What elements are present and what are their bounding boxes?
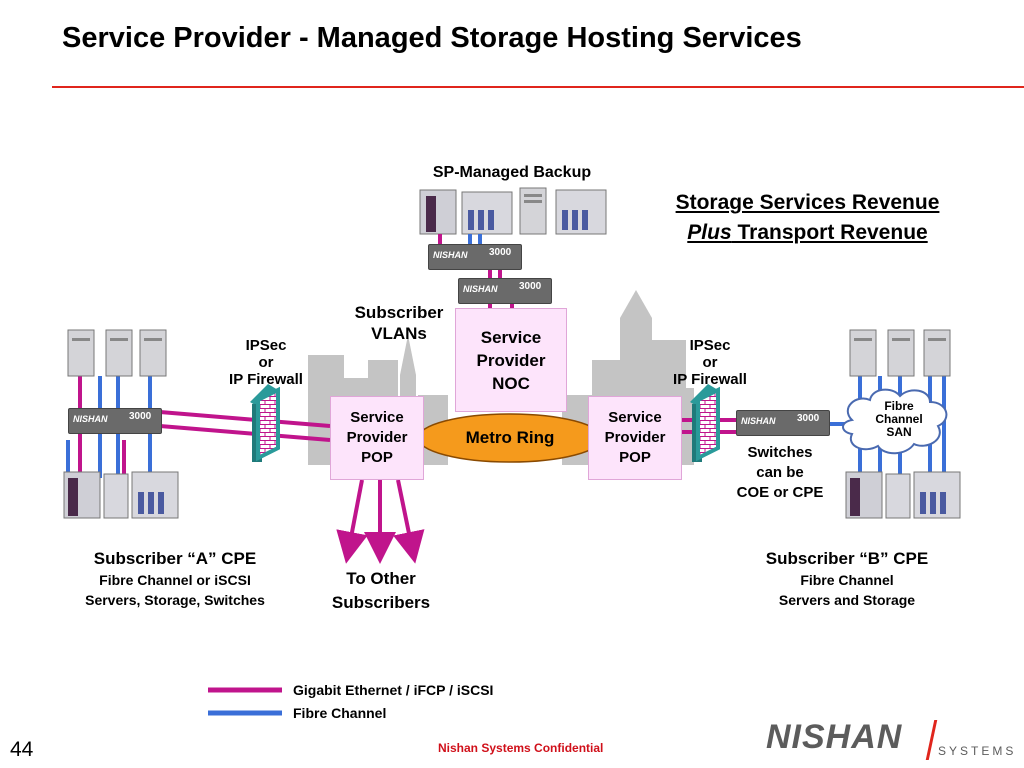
metro-ring-label: Metro Ring xyxy=(465,428,555,447)
to-other-line1: To Other xyxy=(346,569,416,588)
service-provider-pop-right: Service Provider POP xyxy=(588,396,682,480)
ipsec-left-line1: IPSec xyxy=(245,337,287,354)
revenue-plus: Plus xyxy=(687,221,732,244)
sp-backup-label: SP-Managed Backup xyxy=(432,164,592,181)
backup-servers xyxy=(419,187,607,235)
logo-sub: SYSTEMS xyxy=(938,744,1017,758)
noc-line2: Provider xyxy=(476,350,546,370)
san-cloud xyxy=(842,388,948,455)
vlans-line2: VLANs xyxy=(371,324,427,343)
logo-word: NISHAN xyxy=(766,718,903,756)
switches-label: Switches can be COE or CPE xyxy=(720,443,840,503)
switch-right: NISHAN 3000 xyxy=(736,410,830,436)
legend-fibre-label: Fibre Channel xyxy=(293,705,387,721)
revenue-line1: Storage Services Revenue xyxy=(675,191,940,214)
ipsec-right-label: IPSec or IP Firewall xyxy=(662,337,758,388)
switch-top-1: NISHAN 3000 xyxy=(428,244,522,270)
arrows-to-other-subscribers xyxy=(336,479,425,564)
subscriber-a-caption: Subscriber “A” CPE Fibre Channel or iSCS… xyxy=(40,548,310,610)
legend-gige-label: Gigabit Ethernet / iFCP / iSCSI xyxy=(293,682,494,698)
ipsec-left-line2: or xyxy=(258,354,274,371)
pop-right-line2: Provider xyxy=(604,429,666,446)
subscriber-b-line1: Fibre Channel xyxy=(800,572,894,588)
subscriber-a-heading: Subscriber “A” CPE xyxy=(93,549,257,568)
ipsec-left-label: IPSec or IP Firewall xyxy=(218,337,314,388)
subscriber-b-caption: Subscriber “B” CPE Fibre Channel Servers… xyxy=(712,548,982,610)
title-rule xyxy=(52,86,1024,88)
subscriber-b-equipment xyxy=(845,329,961,519)
switch-brand-label: NISHAN xyxy=(73,414,108,424)
firewall-right xyxy=(690,384,720,462)
page-number: 44 xyxy=(10,738,34,761)
subscriber-b-heading: Subscriber “B” CPE xyxy=(765,549,929,568)
switch-model-label: 3000 xyxy=(489,247,512,258)
switch-top-2: NISHAN 3000 xyxy=(458,278,552,304)
switch-model-label: 3000 xyxy=(797,413,820,424)
san-line2: Channel xyxy=(875,412,923,426)
switch-model-label: 3000 xyxy=(519,281,542,292)
to-other-line2: Subscribers xyxy=(331,593,431,612)
san-line1: Fibre xyxy=(884,399,914,413)
ipsec-right-line1: IPSec xyxy=(689,337,731,354)
subscriber-vlans-label: Subscriber VLANs xyxy=(344,302,454,344)
pop-right-line1: Service xyxy=(608,409,662,426)
switch-brand-label: NISHAN xyxy=(463,284,498,294)
pop-right-line3: POP xyxy=(619,449,651,466)
service-provider-pop-left: Service Provider POP xyxy=(330,396,424,480)
to-other-subscribers-label: To Other Subscribers xyxy=(312,567,450,615)
ipsec-right-line2: or xyxy=(702,354,718,371)
pop-left-line2: Provider xyxy=(346,429,408,446)
switch-brand-label: NISHAN xyxy=(433,250,468,260)
revenue-heading: Storage Services Revenue Plus Transport … xyxy=(640,188,975,248)
switch-brand-label: NISHAN xyxy=(741,416,776,426)
switch-model-label: 3000 xyxy=(129,411,152,422)
switch-left: NISHAN 3000 xyxy=(68,408,162,434)
pop-left-line1: Service xyxy=(350,409,404,426)
san-line3: SAN xyxy=(886,425,912,439)
confidential-notice: Nishan Systems Confidential xyxy=(438,741,604,755)
noc-line3: NOC xyxy=(492,373,530,393)
firewall-left xyxy=(250,384,280,462)
san-cloud-label: Fibre Channel SAN xyxy=(856,400,942,439)
ipsec-left-line3: IP Firewall xyxy=(229,371,303,388)
vlans-line1: Subscriber xyxy=(354,303,444,322)
nishan-logo: NISHAN SYSTEMS xyxy=(766,714,1016,764)
subscriber-a-line1: Fibre Channel or iSCSI xyxy=(99,572,251,588)
switches-line3: COE or CPE xyxy=(736,484,824,501)
noc-line1: Service xyxy=(480,327,542,347)
logo-bar xyxy=(925,720,938,760)
pop-left-line3: POP xyxy=(361,449,393,466)
subscriber-b-line2: Servers and Storage xyxy=(778,592,916,608)
service-provider-noc: Service Provider NOC xyxy=(455,308,567,412)
revenue-line2: Transport Revenue xyxy=(731,221,928,244)
page-title: Service Provider - Managed Storage Hosti… xyxy=(62,22,802,54)
ipsec-right-line3: IP Firewall xyxy=(673,371,747,388)
gige-links-left xyxy=(159,410,331,442)
switches-line1: Switches xyxy=(747,444,813,461)
switches-line2: can be xyxy=(756,464,804,481)
subscriber-a-line2: Servers, Storage, Switches xyxy=(85,592,265,608)
